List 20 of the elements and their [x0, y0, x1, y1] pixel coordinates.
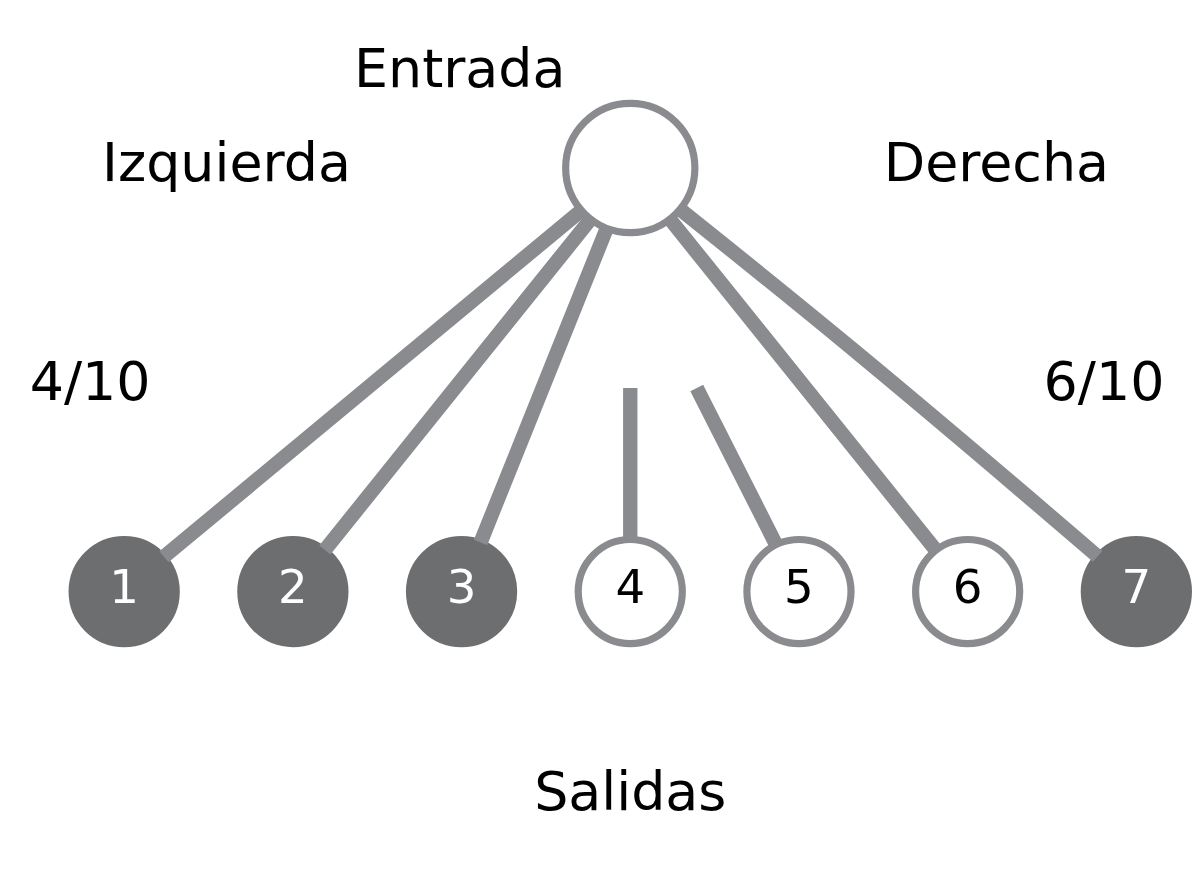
- connector: [675, 203, 1103, 562]
- node-circle: 7: [1080, 535, 1192, 647]
- node-circle: 4: [574, 535, 686, 647]
- label: 4/10: [29, 349, 151, 413]
- connector: [159, 204, 586, 562]
- label: Izquierda: [102, 130, 351, 194]
- node-circle: 3: [405, 535, 518, 647]
- node-label: Entrada: [354, 36, 566, 100]
- connector: [690, 384, 783, 548]
- node-circle: [562, 99, 699, 236]
- label: Derecha: [883, 130, 1110, 194]
- node-circle: 6: [912, 535, 1024, 647]
- node-circle: 2: [237, 535, 349, 647]
- connector: [664, 214, 942, 554]
- label: 6/10: [1043, 349, 1165, 413]
- label: Salidas: [534, 759, 727, 823]
- connector: [473, 225, 614, 545]
- node-circle: 5: [743, 535, 855, 647]
- node-circle: 1: [68, 535, 180, 647]
- connector: [623, 387, 638, 539]
